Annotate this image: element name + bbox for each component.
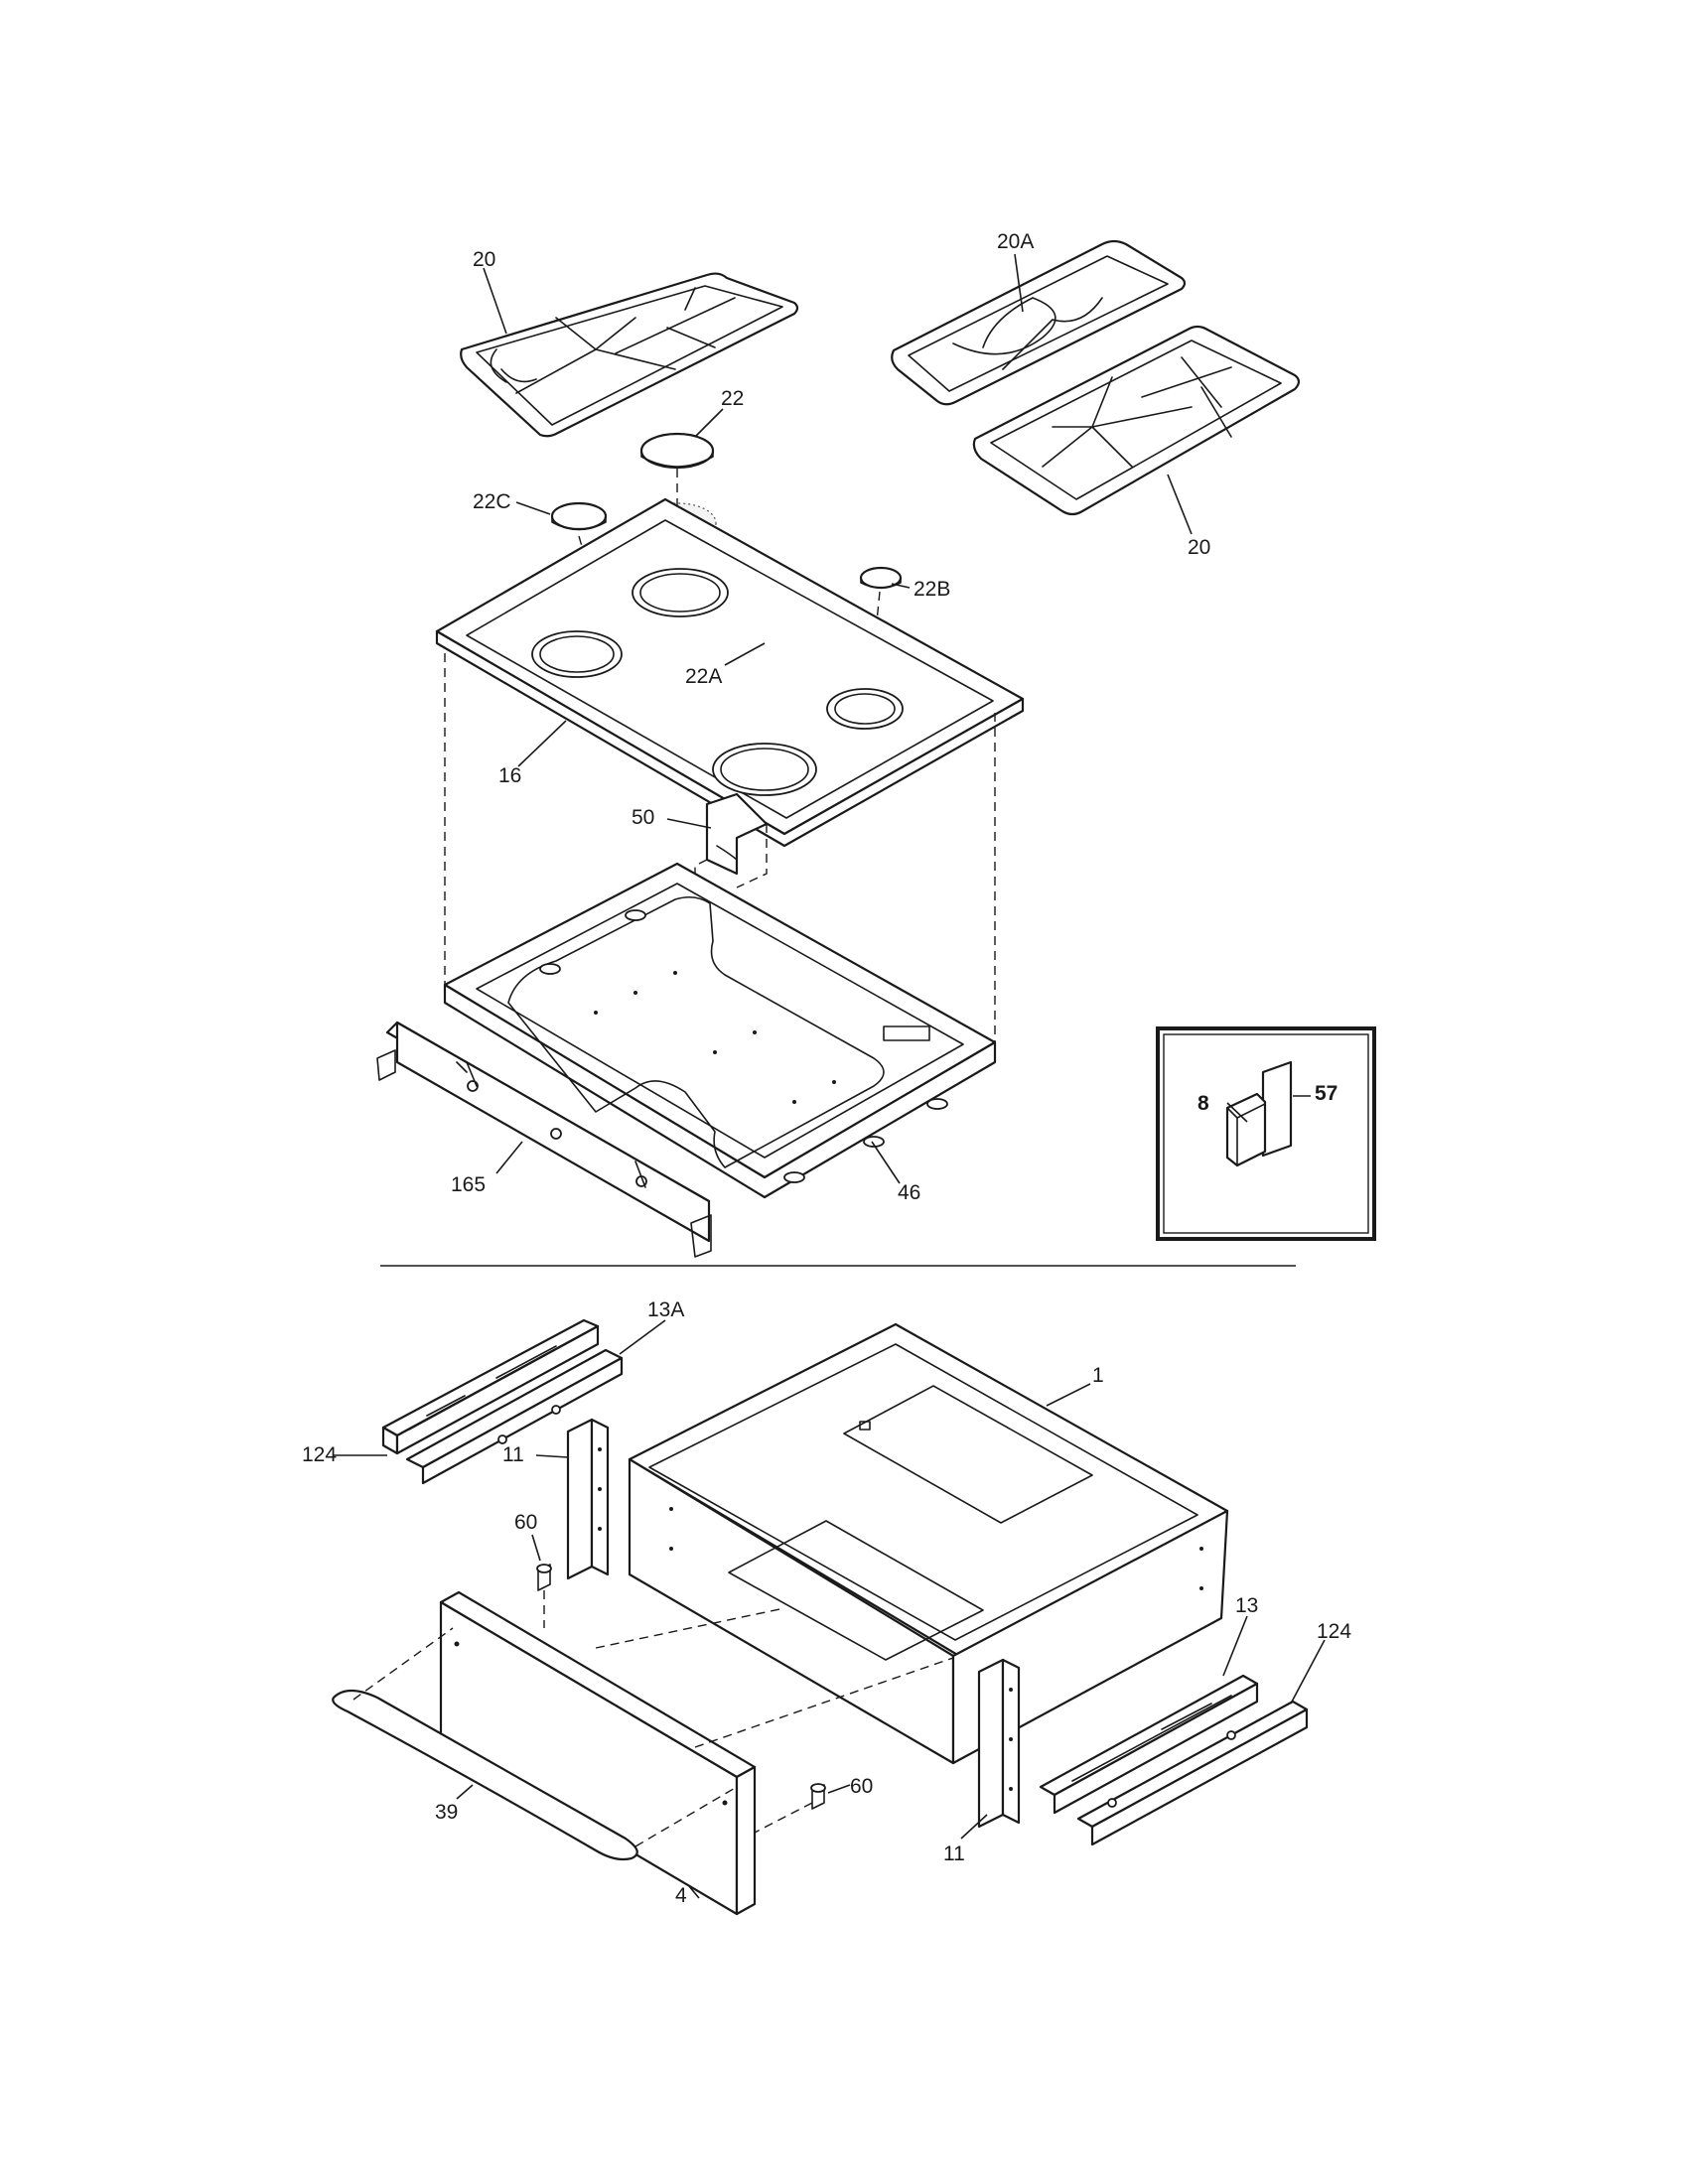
callout-inset-ignitor: 8 bbox=[1197, 1092, 1209, 1115]
slide-left bbox=[381, 1318, 624, 1485]
drawer-support-right bbox=[977, 1658, 1021, 1829]
callout-drawer-liner: 1 bbox=[1092, 1364, 1104, 1387]
inset-ignitor-detail bbox=[1156, 1026, 1376, 1241]
leader-lines bbox=[334, 253, 1326, 1899]
cooktop bbox=[435, 497, 1025, 848]
drawer-handle bbox=[332, 1627, 738, 1861]
slide-right bbox=[1039, 1674, 1309, 1846]
callout-drawer-panel: 4 bbox=[675, 1884, 687, 1907]
grate-right bbox=[972, 325, 1301, 516]
callout-front-rail: 165 bbox=[451, 1173, 486, 1196]
callout-screw-right: 60 bbox=[850, 1775, 873, 1798]
callout-drawer-support-right: 11 bbox=[943, 1843, 965, 1865]
drawer-liner bbox=[628, 1322, 1229, 1765]
callout-slide-left-outer: 124 bbox=[302, 1443, 337, 1466]
grate-left bbox=[460, 272, 799, 438]
callout-grate-right: 20 bbox=[1188, 536, 1210, 559]
bracket bbox=[694, 792, 769, 903]
callout-cap-center: 22A bbox=[685, 665, 722, 688]
drawer-support-left bbox=[566, 1418, 610, 1580]
front-rail bbox=[376, 1021, 712, 1258]
cooktop-box bbox=[443, 862, 997, 1199]
screw-left bbox=[536, 1564, 552, 1628]
grate-center bbox=[891, 239, 1187, 406]
callout-cooktop: 16 bbox=[498, 764, 521, 787]
callout-screw-left: 60 bbox=[514, 1511, 537, 1534]
callout-inset-bracket: 57 bbox=[1315, 1082, 1337, 1105]
callout-cooktop-box: 46 bbox=[898, 1181, 920, 1204]
drawer-panel bbox=[439, 1590, 757, 1916]
callout-slide-right-outer: 124 bbox=[1317, 1620, 1351, 1643]
callout-grate-center: 20A bbox=[997, 230, 1034, 253]
callout-bracket: 50 bbox=[632, 806, 654, 829]
screw-right bbox=[754, 1783, 826, 1834]
callout-cap-large: 22 bbox=[721, 387, 744, 410]
callout-drawer-handle: 39 bbox=[435, 1801, 458, 1824]
callout-slide-right-inner: 13 bbox=[1235, 1594, 1258, 1617]
callout-slide-left-inner: 13A bbox=[647, 1298, 684, 1321]
callout-grate-left: 20 bbox=[473, 248, 495, 271]
callout-cap-small-right: 22B bbox=[914, 578, 950, 601]
callout-cap-small-left: 22C bbox=[473, 490, 511, 513]
callout-drawer-support-left: 11 bbox=[502, 1443, 524, 1466]
